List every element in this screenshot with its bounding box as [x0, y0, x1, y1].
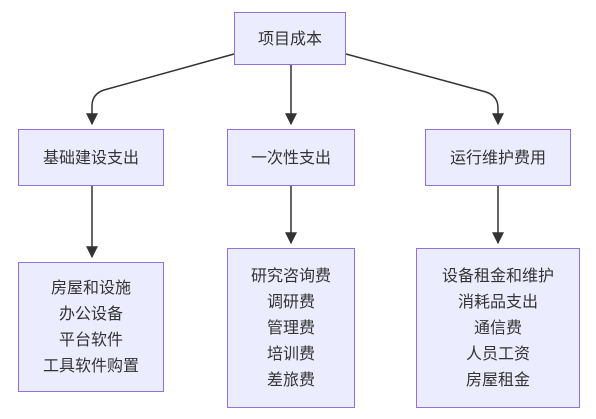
leaf-item: 通信费 — [473, 318, 522, 337]
branch-node-2: 一次性支出 — [227, 129, 355, 186]
leaf-node-1: 房屋和设施 办公设备 平台软件 工具软件购置 — [18, 262, 164, 392]
edge-root-to-branch-3 — [345, 53, 504, 126]
leaf-item: 设备租金和维护 — [441, 266, 554, 285]
leaf-item: 研究咨询费 — [250, 266, 331, 285]
leaf-item: 调研费 — [266, 292, 315, 311]
branch-node-label: 一次性支出 — [250, 147, 331, 167]
leaf-item: 办公设备 — [58, 304, 123, 323]
leaf-item: 工具软件购置 — [42, 356, 139, 375]
root-node-label: 项目成本 — [257, 28, 322, 48]
leaf-node-2: 研究咨询费 调研费 管理费 培训费 差旅费 — [227, 248, 355, 408]
leaf-item: 平台软件 — [58, 330, 123, 349]
leaf-item: 培训费 — [266, 344, 315, 363]
leaf-node-3: 设备租金和维护 消耗品支出 通信费 人员工资 房屋租金 — [416, 248, 580, 408]
leaf-item: 管理费 — [266, 318, 315, 337]
branch-node-label: 运行维护费用 — [449, 147, 546, 167]
root-node: 项目成本 — [234, 12, 346, 65]
leaf-item: 房屋和设施 — [50, 278, 131, 297]
leaf-item: 差旅费 — [266, 370, 315, 389]
branch-node-1: 基础建设支出 — [18, 129, 164, 186]
branch-node-3: 运行维护费用 — [425, 129, 571, 186]
leaf-item: 房屋租金 — [465, 370, 530, 389]
edge-root-to-branch-1 — [86, 53, 235, 126]
leaf-item: 消耗品支出 — [457, 292, 538, 311]
branch-node-label: 基础建设支出 — [42, 147, 139, 167]
leaf-item: 人员工资 — [465, 344, 530, 363]
